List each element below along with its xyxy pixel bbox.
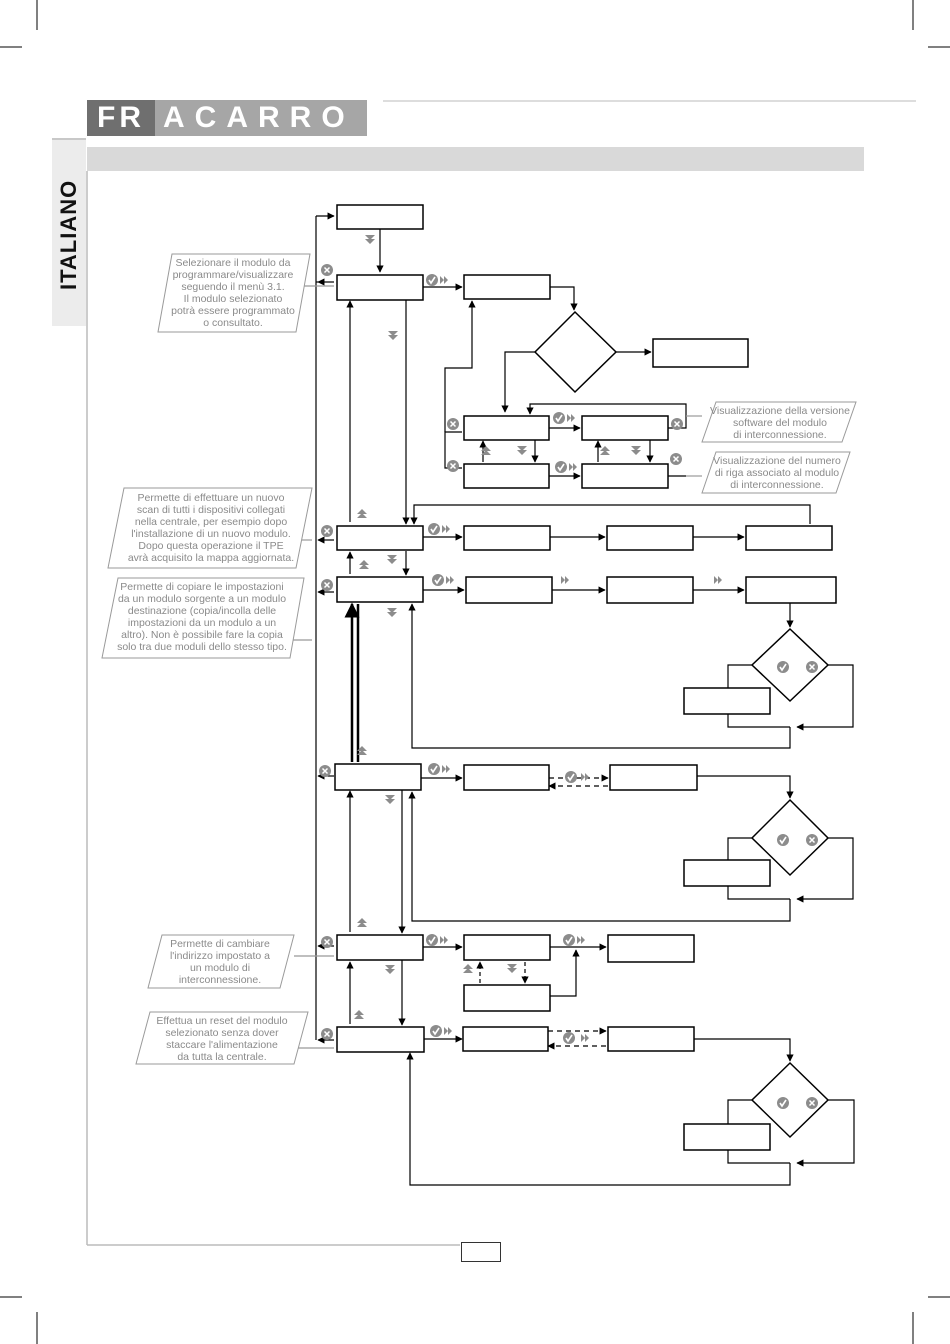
scan-box-1: [463, 525, 551, 551]
fracarro-logo: FR ACARRO: [87, 100, 367, 136]
scan-box-3: [745, 525, 833, 551]
copy-box-3: [745, 576, 837, 604]
note-address: Permette di cambiare l'indirizzo imposta…: [169, 938, 271, 986]
menu-info-box: [336, 274, 424, 301]
language-label: ITALIANO: [56, 179, 81, 290]
flow-boxes: [334, 204, 837, 1151]
scan-box-2: [606, 525, 694, 551]
version-box-b: [581, 415, 669, 441]
note-scan: Permette di effettuare un nuovo scan di …: [127, 492, 295, 564]
section-header-bar: [87, 147, 864, 171]
note-frames: [101, 253, 857, 1065]
copy-box-1: [465, 576, 553, 604]
note-row-number: Visualizzazione del numero di riga assoc…: [713, 455, 841, 491]
fast-forward-icon: [440, 276, 722, 1042]
r4-box-2: [609, 764, 698, 791]
logo-part-right: ACARRO: [155, 100, 367, 136]
r4-box-1: [463, 764, 550, 791]
row-box-a: [463, 463, 550, 489]
info-end-box: [652, 338, 749, 368]
decision-copy: [750, 627, 830, 703]
r4-side-box: [683, 859, 771, 887]
start-box: [336, 204, 424, 230]
reset-box-1: [462, 1026, 549, 1052]
note-reset: Effettua un reset del modulo selezionato…: [156, 1015, 288, 1063]
addr-box-2: [607, 934, 695, 963]
reset-box-2: [607, 1026, 695, 1052]
info-result-box: [463, 274, 551, 300]
flow-lines: [290, 212, 855, 1186]
version-box-a: [463, 415, 550, 441]
x-icon: [318, 263, 819, 1110]
menu-reset-box: [336, 1026, 425, 1053]
row-box-b: [581, 463, 669, 489]
menu-address-box: [336, 934, 424, 961]
decision-reset: [750, 1061, 830, 1139]
note-version: Visualizzazione della versione software …: [710, 405, 850, 441]
copy-box-2: [606, 576, 694, 604]
page-number-box: [461, 1242, 501, 1262]
language-tab: [52, 138, 86, 326]
logo-part-left: FR: [87, 100, 155, 136]
addr-box-3: [463, 984, 551, 1012]
note-select-module: Selezionare il modulo da programmare/vis…: [171, 257, 295, 329]
copy-side-box: [683, 687, 771, 715]
decision-r4: [750, 798, 830, 877]
menu-scan-box: [336, 525, 424, 551]
addr-box-1: [463, 934, 551, 961]
note-copy: Permette di copiare le impostazioni da u…: [117, 581, 287, 653]
menu-4-box: [334, 763, 422, 791]
menu-copy-box: [336, 576, 424, 603]
reset-side-box: [683, 1123, 771, 1151]
decision-info: [533, 310, 618, 394]
